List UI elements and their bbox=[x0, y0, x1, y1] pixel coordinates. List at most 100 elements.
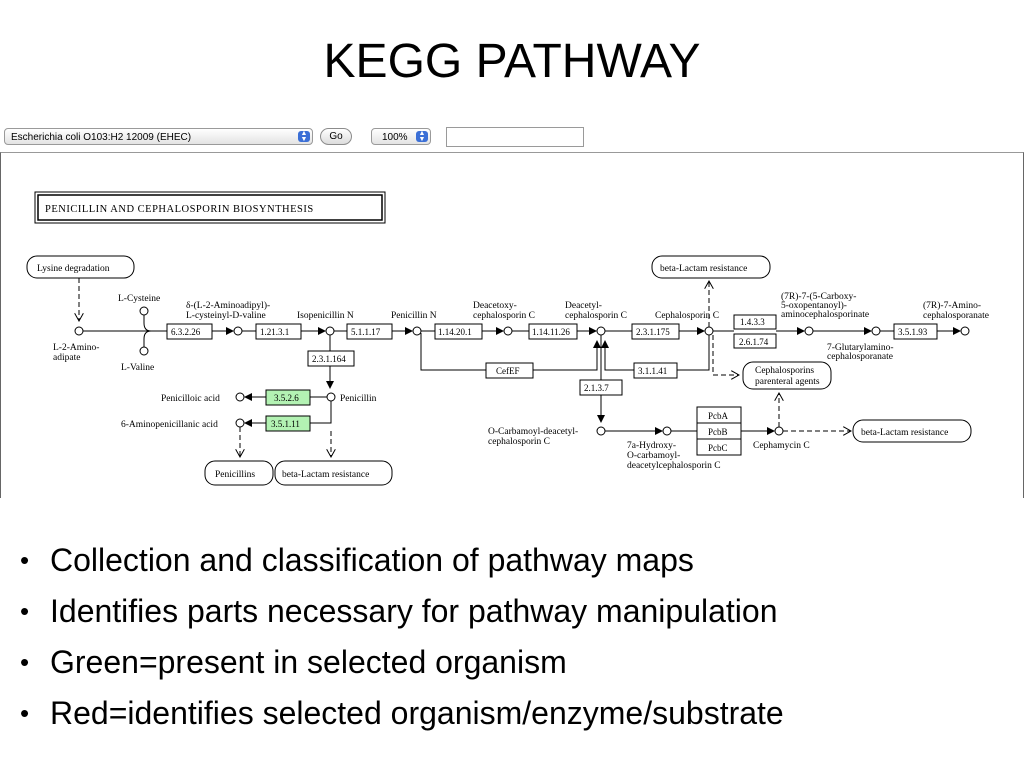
select-arrows-icon: ▲▼ bbox=[298, 130, 310, 143]
enzyme-1-21-3-1[interactable]: 1.21.3.1 bbox=[255, 323, 302, 340]
map-title-box: PENICILLIN AND CEPHALOSPORIN BIOSYNTHESI… bbox=[34, 191, 386, 224]
reaction-line bbox=[143, 330, 152, 347]
compound-deacetylcephalosporin-c[interactable] bbox=[596, 326, 606, 336]
map-link-beta-lactam-resistance-top[interactable]: beta-Lactam resistance bbox=[651, 255, 771, 279]
bullet-dot: • bbox=[20, 647, 30, 677]
bullet-text: Red=identifies selected organism/enzyme/… bbox=[50, 695, 784, 731]
compound-label: Cephalosporin C bbox=[655, 311, 719, 321]
compound-label: adipate bbox=[53, 353, 80, 363]
enzyme-1-4-3-3[interactable]: 1.4.3.3 bbox=[733, 314, 777, 330]
enzyme-3-5-1-93[interactable]: 3.5.1.93 bbox=[893, 323, 938, 340]
compound-label: O-carbamoyl- bbox=[627, 451, 680, 461]
map-link-lysine-degradation[interactable]: Lysine degradation bbox=[26, 255, 135, 279]
reaction-arrow bbox=[533, 340, 601, 371]
svg-text:PcbB: PcbB bbox=[708, 427, 728, 437]
bullet-dot: • bbox=[20, 545, 30, 575]
slide-title: KEGG PATHWAY bbox=[323, 35, 701, 88]
enzyme-2-3-1-164[interactable]: 2.3.1.164 bbox=[307, 350, 355, 367]
compound-label: Deacetyl- bbox=[565, 301, 602, 311]
compound-label: (7R)-7-(5-Carboxy- bbox=[781, 291, 856, 302]
compound-carboxy-oxopentanoyl[interactable] bbox=[804, 326, 814, 336]
compound-label: Penicilloic acid bbox=[161, 394, 220, 404]
compound-label: Isopenicillin N bbox=[297, 311, 354, 321]
compound-label: L-cysteinyl-D-valine bbox=[186, 311, 266, 321]
enzyme-cefef[interactable]: CefEF bbox=[485, 362, 534, 379]
compound-label: (7R)-7-Amino- bbox=[923, 300, 981, 311]
enzyme-pcbb[interactable]: PcbB bbox=[696, 422, 742, 440]
compound-label: Cephamycin C bbox=[753, 441, 810, 451]
svg-text:PcbC: PcbC bbox=[708, 443, 728, 453]
compound-label: 7-Glutarylamino- bbox=[827, 343, 893, 353]
compound-l-cysteine[interactable] bbox=[139, 306, 149, 316]
enzyme-2-1-3-7[interactable]: 2.1.3.7 bbox=[579, 379, 623, 396]
bullet-dot: • bbox=[20, 596, 30, 626]
map-link-beta-lactam-resistance-right[interactable]: beta-Lactam resistance bbox=[852, 419, 972, 443]
compound-aminocephalosporanate[interactable] bbox=[960, 326, 970, 336]
organism-select[interactable]: Escherichia coli O103:H2 12009 (EHEC) ▲▼ bbox=[4, 128, 313, 145]
compound-deacetoxycephalosporin-c[interactable] bbox=[503, 326, 513, 336]
svg-text:PcbA: PcbA bbox=[708, 411, 729, 421]
reaction-line bbox=[677, 335, 710, 371]
compound-l-valine[interactable] bbox=[139, 346, 149, 356]
enzyme-3-5-1-11[interactable]: 3.5.1.11 bbox=[265, 415, 311, 432]
bullet-item: • Red=identifies selected organism/enzyme… bbox=[20, 688, 784, 739]
enzyme-pcba[interactable]: PcbA bbox=[696, 406, 742, 424]
compound-cephamycin-c[interactable] bbox=[774, 426, 784, 436]
enzyme-pcbc[interactable]: PcbC bbox=[696, 438, 742, 456]
svg-text:beta-Lactam resistance: beta-Lactam resistance bbox=[660, 264, 747, 274]
search-input[interactable] bbox=[446, 127, 584, 147]
compound-penicillin[interactable] bbox=[326, 392, 336, 402]
compound-label: cephalosporin C bbox=[565, 311, 627, 321]
compound-label: cephalosporanate bbox=[923, 311, 989, 321]
select-arrows-icon: ▲▼ bbox=[416, 130, 428, 143]
go-button[interactable]: Go bbox=[320, 128, 352, 145]
svg-text:Lysine degradation: Lysine degradation bbox=[37, 264, 110, 274]
compound-label: Deacetoxy- bbox=[473, 301, 517, 311]
svg-text:2.6.1.74: 2.6.1.74 bbox=[739, 337, 769, 347]
svg-text:5.1.1.17: 5.1.1.17 bbox=[351, 327, 381, 337]
map-link-cephalosporins-parenteral[interactable]: Cephalosporins parenteral agents bbox=[742, 361, 832, 390]
relation-line bbox=[712, 335, 739, 375]
svg-text:2.1.3.7: 2.1.3.7 bbox=[584, 383, 609, 393]
enzyme-3-5-2-6[interactable]: 3.5.2.6 bbox=[265, 389, 311, 406]
compound-penicilloic-acid[interactable] bbox=[235, 392, 245, 402]
enzyme-2-3-1-175[interactable]: 2.3.1.175 bbox=[631, 323, 680, 340]
compound-acv[interactable] bbox=[233, 326, 243, 336]
bullet-item: •Green=present in selected organism bbox=[20, 637, 784, 688]
compound-glutarylamino[interactable] bbox=[871, 326, 881, 336]
pathway-diagram: PENICILLIN AND CEPHALOSPORIN BIOSYNTHESI… bbox=[26, 191, 989, 486]
enzyme-3-1-1-41[interactable]: 3.1.1.41 bbox=[633, 362, 678, 379]
map-title: PENICILLIN AND CEPHALOSPORIN BIOSYNTHESI… bbox=[45, 204, 314, 215]
compound-carbamoyl-deacetyl[interactable] bbox=[596, 426, 606, 436]
zoom-select[interactable]: 100% ▲▼ bbox=[371, 128, 431, 145]
enzyme-1-14-20-1[interactable]: 1.14.20.1 bbox=[434, 323, 483, 340]
pathway-map: PENICILLIN AND CEPHALOSPORIN BIOSYNTHESI… bbox=[0, 152, 1024, 498]
bullet-dot: • bbox=[20, 698, 30, 728]
compound-cephalosporin-c[interactable] bbox=[704, 326, 714, 336]
organism-select-value: Escherichia coli O103:H2 12009 (EHEC) bbox=[11, 132, 192, 143]
compound-l-2-aminoadipate[interactable] bbox=[74, 326, 84, 336]
svg-text:1.4.3.3: 1.4.3.3 bbox=[740, 317, 765, 327]
enzyme-2-6-1-74[interactable]: 2.6.1.74 bbox=[733, 333, 777, 349]
svg-text:Cephalosporins: Cephalosporins bbox=[755, 366, 814, 376]
bullet-list: •Collection and classification of pathwa… bbox=[20, 535, 784, 739]
compound-penicillin-n[interactable] bbox=[412, 326, 422, 336]
compound-label: cephalosporanate bbox=[827, 352, 893, 362]
map-link-beta-lactam-resistance-bottom[interactable]: beta-Lactam resistance bbox=[274, 460, 393, 486]
svg-text:beta-Lactam resistance: beta-Lactam resistance bbox=[282, 470, 369, 480]
compound-label: Penicillin N bbox=[391, 311, 437, 321]
enzyme-6-3-2-26[interactable]: 6.3.2.26 bbox=[166, 323, 213, 340]
enzyme-1-14-11-26[interactable]: 1.14.11.26 bbox=[528, 323, 578, 340]
compound-label: 5-oxopentanoyl)- bbox=[781, 300, 847, 311]
bullet-item: •Identifies parts necessary for pathway … bbox=[20, 586, 784, 637]
svg-text:Penicillins: Penicillins bbox=[215, 470, 255, 480]
compound-hydroxy-carbamoyl[interactable] bbox=[662, 426, 672, 436]
map-link-penicillins[interactable]: Penicillins bbox=[204, 460, 274, 486]
compound-label: cephalosporin C bbox=[473, 311, 535, 321]
compound-isopenicillin-n[interactable] bbox=[325, 326, 335, 336]
compound-aminopenicillanic-acid[interactable] bbox=[235, 418, 245, 428]
compound-label: cephalosporin C bbox=[488, 437, 550, 447]
svg-text:2.3.1.164: 2.3.1.164 bbox=[312, 354, 346, 364]
enzyme-5-1-1-17[interactable]: 5.1.1.17 bbox=[346, 323, 393, 340]
compound-label: O-Carbamoyl-deacetyl- bbox=[488, 427, 578, 437]
